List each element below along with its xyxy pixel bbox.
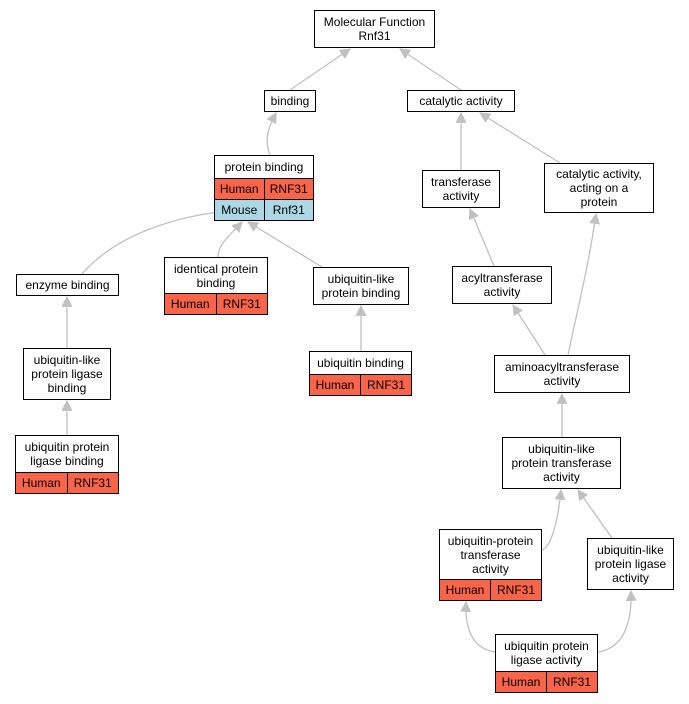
node-label: binding (270, 94, 310, 108)
gene-label: RNF31 (263, 179, 314, 199)
annotation-row-human: Human RNF31 (310, 374, 411, 395)
edge-identical-protein (217, 221, 243, 258)
node-label: ubiquitin-like protein ligase binding (31, 353, 103, 395)
node-ubiquitin-protein-ligase-binding[interactable]: ubiquitin protein ligase binding Human R… (15, 435, 119, 494)
node-ubiquitin-binding[interactable]: ubiquitin binding Human RNF31 (309, 351, 412, 396)
gene-label: RNF31 (66, 473, 119, 493)
edge-ubiq-ligase-activity-left (460, 600, 496, 653)
annotation-row-human: Human RNF31 (215, 178, 313, 199)
node-ubiquitin-like-protein-ligase-activity[interactable]: ubiquitin-like protein ligase activity (587, 538, 674, 590)
node-enzyme-binding[interactable]: enzyme binding (16, 274, 119, 296)
node-identical-protein-binding[interactable]: identical protein binding Human RNF31 (164, 257, 268, 315)
annotation-row-human: Human RNF31 (496, 671, 597, 692)
edge-protein-binding (266, 112, 277, 156)
node-ubiquitin-like-protein-binding[interactable]: ubiquitin-like protein binding (313, 267, 409, 305)
node-label: ubiquitin-protein transferase activity (447, 533, 534, 576)
node-ubiquitin-like-protein-ligase-binding[interactable]: ubiquitin-like protein ligase binding (23, 348, 111, 400)
gene-label: RNF31 (546, 672, 597, 692)
species-label: Human (21, 476, 61, 490)
edge-acyltransferase (468, 207, 495, 267)
annotation-row-mouse: Mouse Rnf31 (215, 199, 313, 220)
annotation-row-human: Human RNF31 (440, 579, 541, 600)
edge-aminoacyl-to-catalytic-protein (567, 212, 601, 356)
node-label: catalytic activity, acting on a protein (556, 167, 642, 209)
node-label: ubiquitin-like protein transferase activ… (511, 442, 612, 484)
node-label: ubiquitin-like protein binding (321, 272, 401, 300)
node-label: ubiquitin binding (317, 356, 404, 370)
annotation-row-human: Human RNF31 (16, 472, 118, 493)
edge-ubl-protein-binding (247, 221, 323, 268)
node-label: acyltransferase activity (461, 271, 543, 299)
node-label: enzyme binding (25, 278, 110, 292)
species-label: Human (219, 182, 259, 196)
gene-label: RNF31 (215, 294, 268, 314)
species-label: Mouse (221, 203, 258, 217)
species-label: Human (501, 675, 541, 689)
node-label: aminoacyltransferase activity (504, 360, 620, 388)
annotation-row-human: Human RNF31 (165, 293, 267, 314)
node-label: protein binding (224, 160, 304, 174)
edge-ubiq-ligase-activity-right (597, 589, 637, 653)
node-catalytic-activity[interactable]: catalytic activity (407, 90, 515, 112)
species-label: Human (445, 583, 485, 597)
edge-catalytic-on-protein (479, 112, 561, 164)
node-label: transferase activity (430, 175, 492, 203)
node-label: catalytic activity (419, 94, 503, 108)
gene-label: Rnf31 (263, 200, 314, 220)
node-label: identical protein binding (173, 261, 259, 290)
edge-aminoacyltransferase (512, 304, 546, 356)
node-ubiquitin-protein-ligase-activity[interactable]: ubiquitin protein ligase activity Human … (495, 634, 598, 693)
gene-label: RNF31 (490, 580, 541, 600)
node-ubiquitin-like-protein-transferase-activity[interactable]: ubiquitin-like protein transferase activ… (502, 437, 621, 489)
node-binding[interactable]: binding (264, 90, 316, 112)
node-label: Molecular Function Rnf31 (323, 15, 426, 43)
node-aminoacyltransferase-activity[interactable]: aminoacyltransferase activity (494, 355, 630, 393)
species-label: Human (170, 297, 210, 311)
edge-ubiq-protein-transferase (541, 488, 566, 551)
node-ubiquitin-protein-transferase-activity[interactable]: ubiquitin-protein transferase activity H… (439, 529, 542, 601)
gene-label: RNF31 (360, 375, 411, 395)
node-molecular-function-root[interactable]: Molecular Function Rnf31 (314, 10, 435, 48)
node-label: ubiquitin-like protein ligase activity (594, 543, 667, 585)
edge-binding (289, 48, 351, 91)
edge-ubl-ligase-activity (577, 489, 613, 539)
node-protein-binding[interactable]: protein binding Human RNF31 Mouse Rnf31 (214, 155, 314, 221)
species-label: Human (315, 378, 355, 392)
node-catalytic-activity-on-protein[interactable]: catalytic activity, acting on a protein (544, 163, 654, 213)
edge-catalytic (399, 48, 462, 91)
node-label: ubiquitin protein ligase binding (24, 440, 110, 468)
node-transferase-activity[interactable]: transferase activity (422, 170, 500, 208)
node-label: ubiquitin protein ligase activity (504, 639, 589, 667)
node-acyltransferase-activity[interactable]: acyltransferase activity (452, 266, 552, 304)
